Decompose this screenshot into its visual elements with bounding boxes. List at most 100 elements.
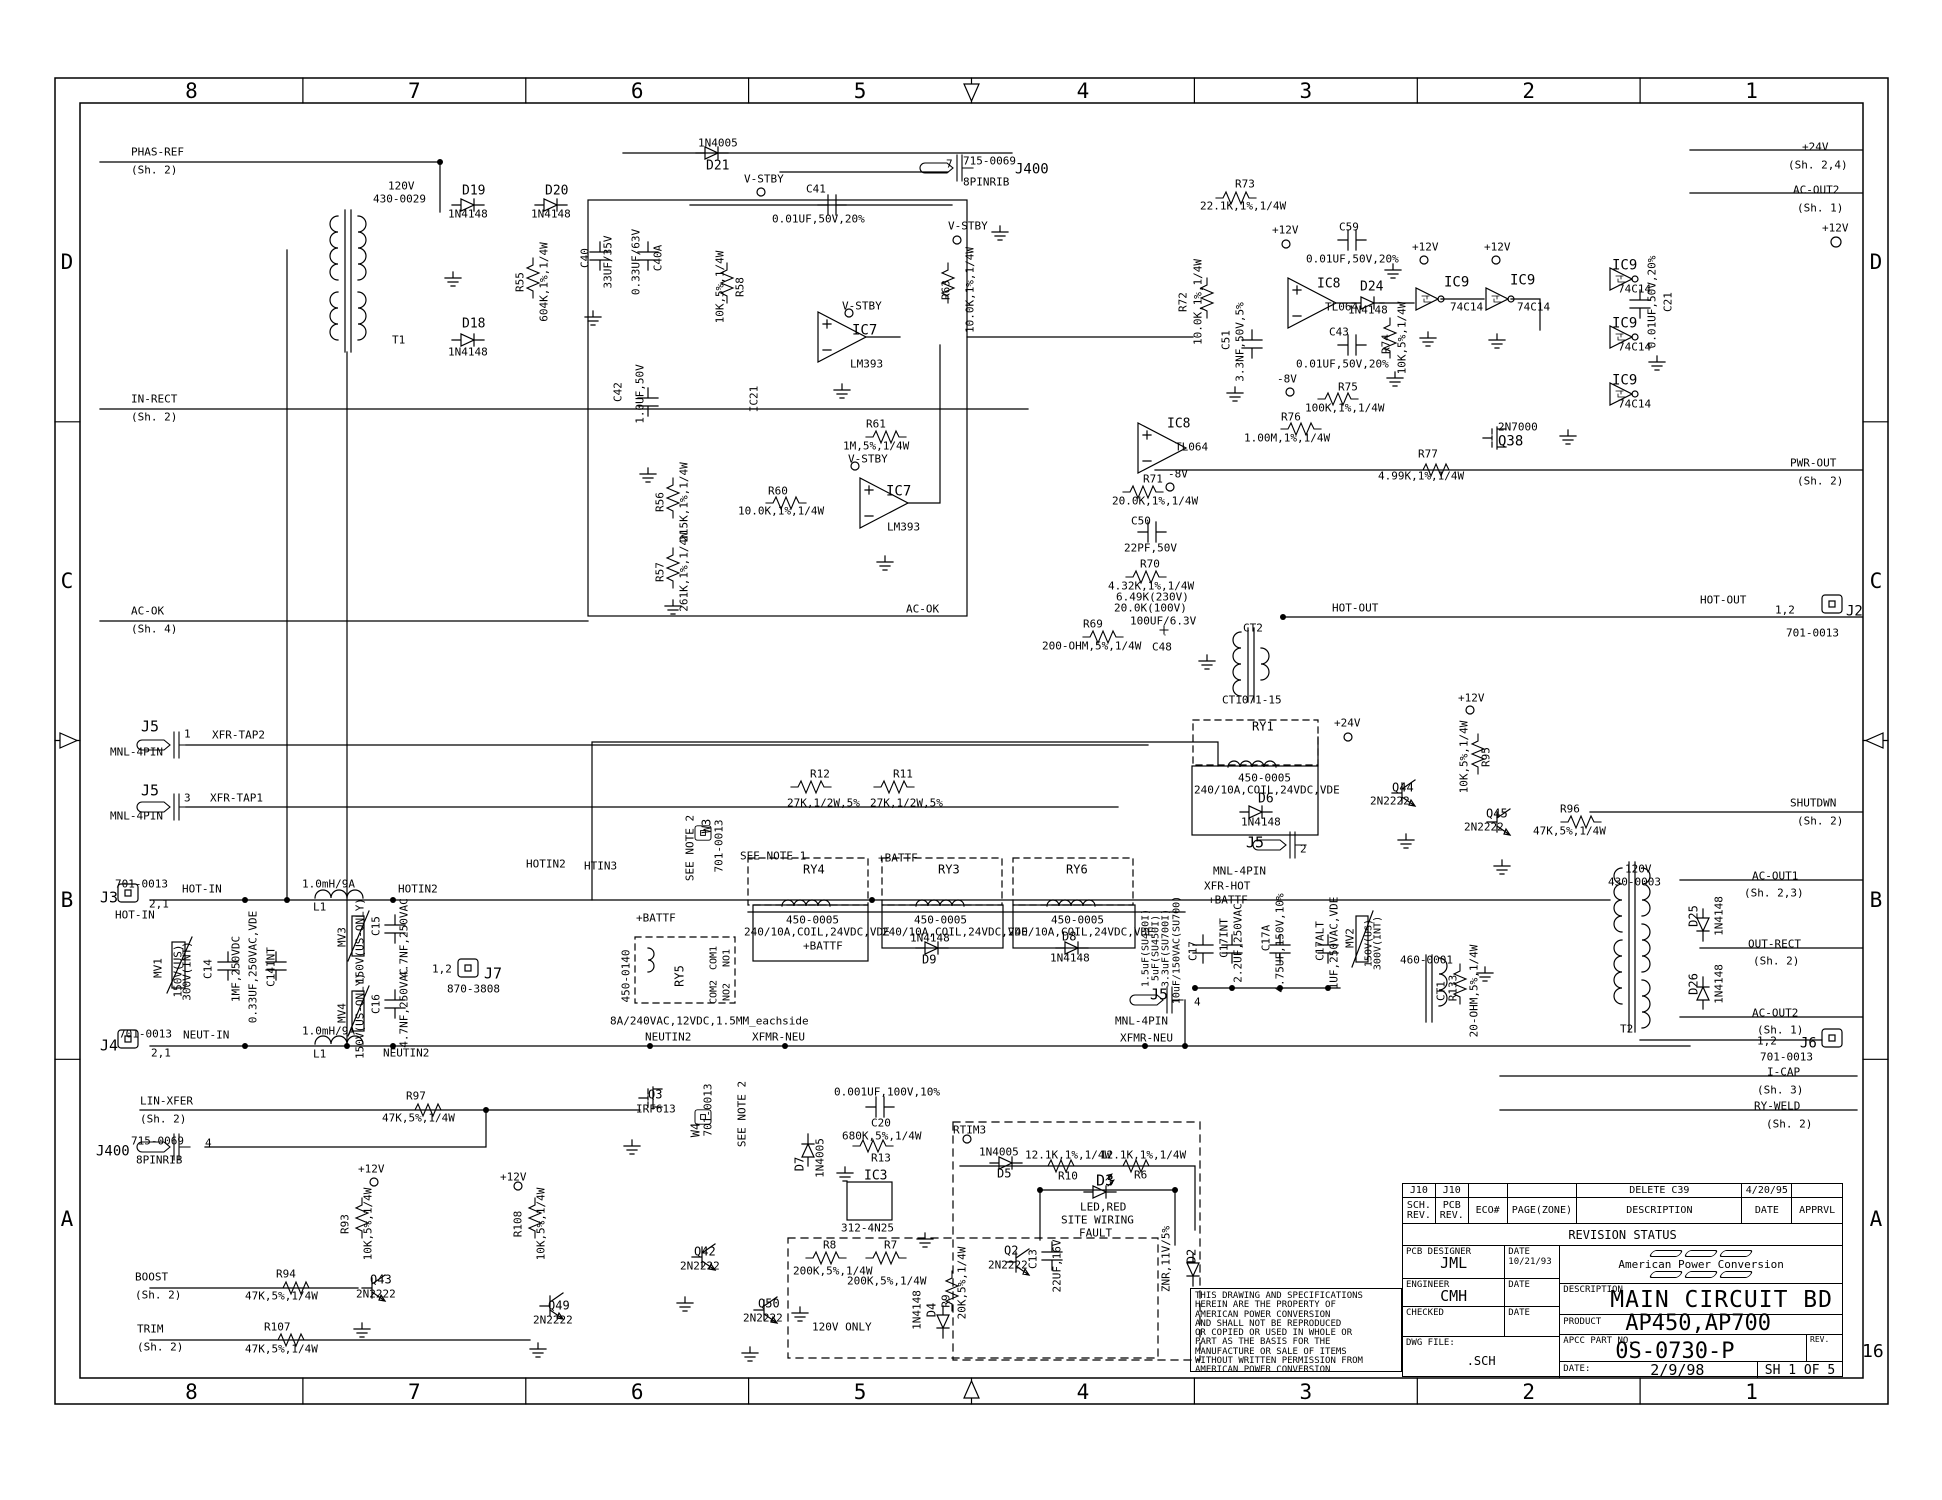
- schematic-label: NEUTIN2: [645, 1030, 692, 1044]
- schematic-label: R10: [1058, 1169, 1078, 1183]
- schematic-label: R108: [511, 1210, 525, 1238]
- schematic-label: 701-0013: [712, 819, 726, 873]
- schematic-label: (Sh. 2): [131, 410, 178, 424]
- schematic-label: 1MF,250VDC: [229, 935, 243, 1003]
- schematic-label: 20K,5%,1/4W: [955, 1246, 969, 1320]
- zone-label: 8: [185, 79, 198, 103]
- schematic-label: 8PINRIB: [136, 1153, 183, 1167]
- schematic-label: 1M,5%,1/4W: [843, 439, 910, 453]
- schematic-label: C16: [369, 994, 383, 1014]
- zone-label: C: [60, 569, 74, 594]
- schematic-label: 0.001UF,100V,10%: [834, 1085, 940, 1099]
- schematic-label: +12V: [500, 1170, 527, 1184]
- schematic-label: 74C14: [1450, 300, 1484, 314]
- schematic-label: 74C14: [1618, 397, 1652, 411]
- logo-shape: [1648, 1271, 1684, 1278]
- schematic-label: 33UF/35V: [601, 235, 615, 289]
- schematic-label: 240/10A,COIL,24VDC,VDE: [1008, 925, 1154, 939]
- schematic-label: W4: [688, 1122, 703, 1138]
- schematic-label: R74: [1379, 334, 1393, 354]
- schematic-label: 300V(INT): [180, 941, 194, 1001]
- schematic-label: Q44: [1392, 780, 1414, 795]
- schematic-label: 1N4148: [1712, 896, 1726, 936]
- schematic-label: HTIN3: [584, 859, 618, 873]
- date-label: DATE: [1508, 1247, 1530, 1257]
- schematic-label: MV1: [151, 958, 165, 978]
- logo-shape: [1718, 1250, 1754, 1257]
- schematic-label: Q45: [1486, 806, 1508, 821]
- schematic-label: 1UF,250VAC,VDE: [1327, 896, 1341, 990]
- schematic-label: L1: [313, 1047, 327, 1061]
- schematic-label: 450-0005: [786, 913, 839, 927]
- schematic-label: 1.00M,1%,1/4W: [1244, 431, 1331, 445]
- schematic-label: 1,2: [432, 962, 452, 976]
- schematic-label: CT1071-15: [1222, 693, 1282, 707]
- schematic-label: 6.49K(230V): [1116, 590, 1189, 604]
- schematic-label: IC9: [1612, 257, 1638, 274]
- schematic-label: RY4: [803, 862, 825, 877]
- schematic-label: 12.1K,1%,1/4W: [1100, 1148, 1187, 1162]
- schematic-label: 1N4148: [1241, 815, 1281, 829]
- disclaimer-line: HEREIN ARE THE PROPERTY OF: [1195, 1300, 1336, 1311]
- schematic-label: R8: [823, 1238, 837, 1252]
- schematic-label: +12V: [1484, 240, 1511, 254]
- schematic-label: C48: [1152, 640, 1172, 654]
- schematic-label: D3: [1096, 1171, 1115, 1190]
- schematic-label: MNL-4PIN: [110, 745, 163, 759]
- schematic-label: 701-0013: [1760, 1050, 1813, 1064]
- schematic-label: 74C14: [1618, 282, 1652, 296]
- schematic-label: R57: [653, 562, 667, 582]
- schematic-label: 7: [946, 157, 953, 171]
- schematic-label: 47K,5%,1/4W: [245, 1342, 318, 1356]
- schematic-label: R55: [513, 272, 527, 292]
- hdr-desc: DESCRIPTION: [1577, 1198, 1743, 1223]
- schematic-label: 3.3uF(SU700I): [1160, 908, 1172, 988]
- schematic-label: RTIM3: [953, 1123, 987, 1137]
- schematic-label: (Sh. 2): [135, 1288, 182, 1302]
- schematic-label: V-STBY: [948, 219, 988, 233]
- schematic-label: 74C14: [1517, 300, 1551, 314]
- schematic-label: 1,2: [1757, 1034, 1777, 1048]
- schematic-label: LM393: [887, 520, 921, 534]
- schematic-label: R58: [733, 277, 747, 297]
- schematic-label: NO1: [721, 948, 733, 968]
- schematic-label: MNL-4PIN: [1213, 864, 1266, 878]
- schematic-label: OUT-RECT: [1748, 937, 1801, 951]
- product: AP450,AP700: [1625, 1311, 1771, 1336]
- schematic-label: C41: [806, 182, 826, 196]
- schematic-label: SHUTDWN: [1790, 796, 1837, 810]
- zone-label: C: [1869, 569, 1883, 594]
- schematic-label: D4: [924, 1302, 939, 1318]
- schematic-label: 22PF,50V: [1124, 541, 1177, 555]
- zone-label: 3: [1299, 79, 1313, 103]
- schematic-label: Q49: [548, 1298, 570, 1313]
- schematic-label: J4: [100, 1036, 119, 1055]
- schematic-label: +BATTF: [636, 911, 676, 925]
- schematic-label: +12V: [1412, 240, 1439, 254]
- schematic-label: 2N2222: [988, 1258, 1028, 1272]
- schematic-label: IC9: [1444, 274, 1470, 291]
- schematic-label: (Sh. 2): [131, 163, 178, 177]
- zone-label: 3: [1299, 1380, 1313, 1404]
- schematic-label: RY5: [672, 965, 687, 987]
- schematic-label: 450-0005: [1051, 913, 1104, 927]
- schematic-label: AC-OUT1: [1752, 869, 1799, 883]
- schematic-label: 430-0029: [373, 192, 426, 206]
- schematic-label: 12.1K,1%,1/4W: [1025, 1148, 1112, 1162]
- schematic-label: -8V: [1168, 467, 1188, 481]
- schematic-label: 22.1K,1%,1/4W: [1200, 199, 1287, 213]
- board-description: MAIN CIRCUIT BD: [1610, 1287, 1833, 1313]
- zone-label: D: [60, 250, 74, 275]
- schematic-label: 10K,5%,1/4W: [1395, 301, 1409, 375]
- schematic-label: 1N4005: [813, 1138, 827, 1178]
- schematic-label: PHAS-REF: [131, 145, 184, 159]
- schematic-label: 4.7NF,250VAC: [397, 968, 411, 1048]
- part-number: 0S-0730-P: [1615, 1339, 1735, 1364]
- schematic-label: +BATTF: [878, 851, 918, 865]
- zone-label: 6: [630, 1380, 644, 1404]
- schematic-label: R72: [1176, 292, 1190, 312]
- part-label: APCC PART NO.: [1563, 1336, 1634, 1346]
- disclaimer-line: AMERICAN POWER CONVERSION: [1195, 1365, 1331, 1376]
- zone-label: 4: [1076, 79, 1090, 103]
